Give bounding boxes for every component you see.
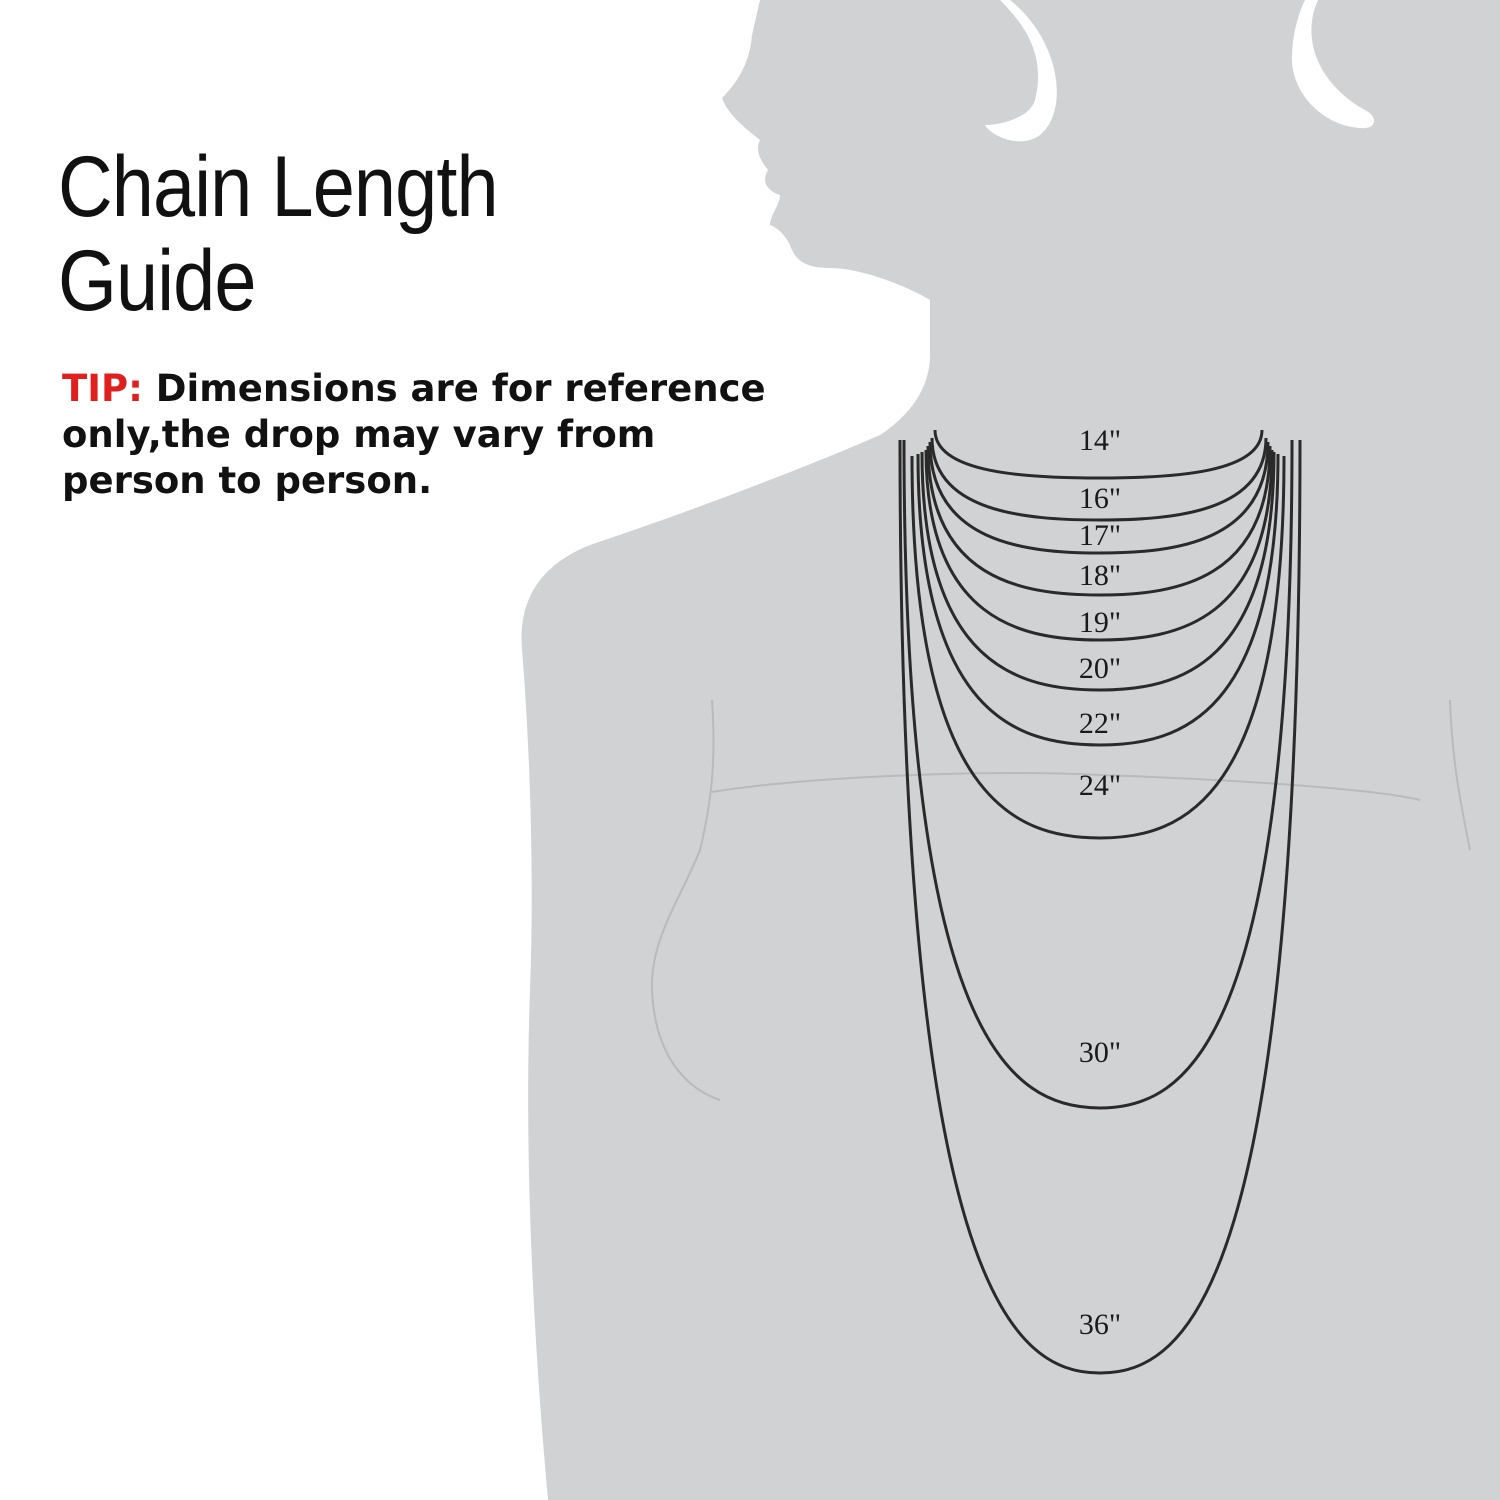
chain-19 [924,449,1274,642]
chain-length-labels: 14" 16" 17" 18" 19" 20" 22" 24" 30" 36" [1079,424,1121,1341]
chain-label-30: 30" [1079,1036,1121,1069]
left-arm-line [650,699,721,1101]
page-title: Chain Length Guide [58,139,499,329]
chain-24 [910,455,1286,840]
chain-16 [930,437,1268,522]
bust-line [711,772,1421,801]
hair-cutout [1291,0,1375,129]
chain-label-17: 17" [1079,519,1121,552]
chain-label-24: 24" [1079,769,1121,802]
chain-30 [902,439,1294,1110]
chain-label-18: 18" [1079,559,1121,592]
title-line2: Guide [58,233,256,329]
title-line1: Chain Length [58,139,499,235]
silhouette-body [521,0,1500,1500]
chain-14 [933,429,1264,480]
chain-label-16: 16" [1079,482,1121,515]
chain-36 [898,439,1302,1375]
tip-note: TIP: Dimensions are for reference only,t… [62,366,782,504]
tip-text: Dimensions are for reference only,the dr… [62,367,766,502]
body-contours [650,699,1471,1101]
chain-18 [926,445,1272,597]
ear-cutout [985,0,1057,142]
chain-17 [928,441,1270,555]
chain-20 [920,451,1276,692]
tip-label: TIP: [62,367,143,410]
woman-silhouette [521,0,1500,1500]
hair-detail [985,0,1375,142]
chain-label-36: 36" [1079,1308,1121,1341]
chain-label-20: 20" [1079,652,1121,685]
chain-label-22: 22" [1079,707,1121,740]
chain-label-14: 14" [1079,424,1121,457]
right-arm-line [1449,699,1471,851]
chain-label-19: 19" [1079,606,1121,639]
chain-necklaces [898,429,1302,1375]
chain-22 [916,453,1280,747]
